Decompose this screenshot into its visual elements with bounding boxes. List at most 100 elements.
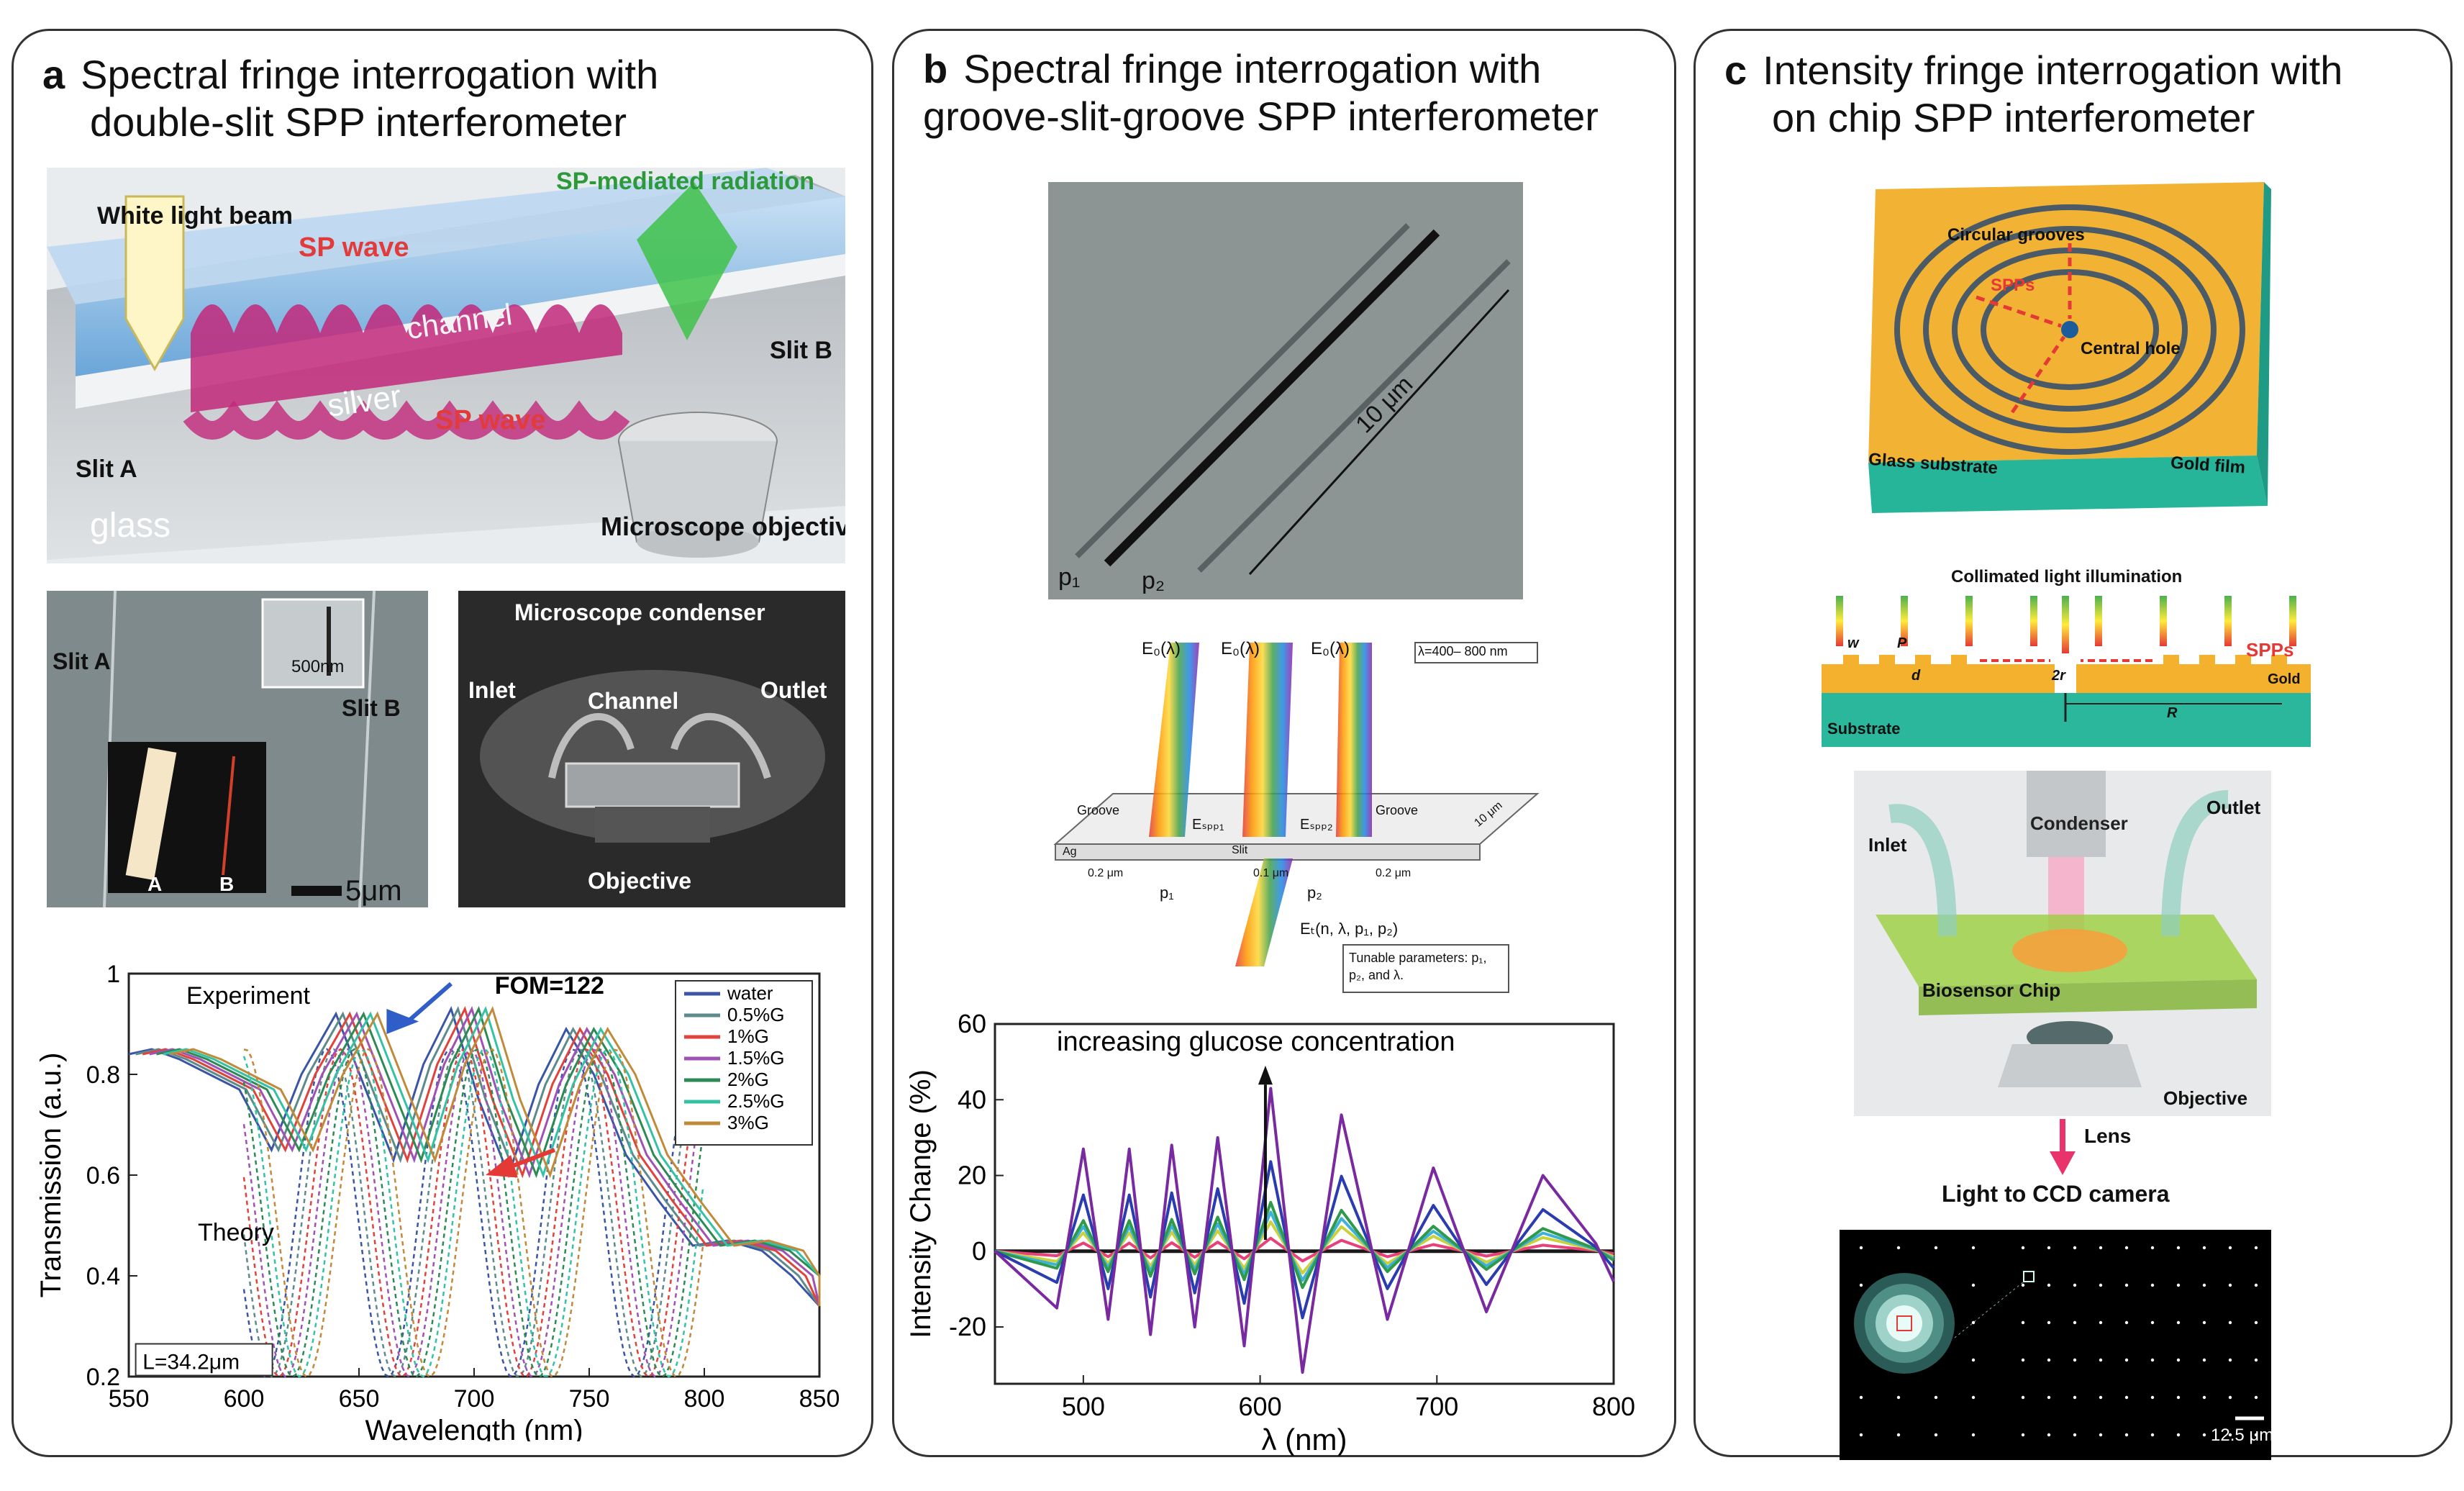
x-tick-label: 600 <box>1239 1392 1282 1421</box>
chip-spps-label: SPPs <box>1991 276 2035 295</box>
x-tick-label: 750 <box>569 1385 610 1413</box>
ccd-dot <box>2254 1395 2258 1400</box>
ccd-dot <box>2228 1358 2232 1362</box>
p1-label: p₁ <box>1160 884 1174 902</box>
microfluidic-photo: Microscope condenser Inlet Channel Outle… <box>458 591 845 907</box>
panel-letter: c <box>1724 47 1747 93</box>
ccd-dot <box>1934 1433 1938 1437</box>
sp-wave-top-label: SP wave <box>299 232 409 263</box>
theory-curve <box>242 1048 704 1378</box>
ccd-dot <box>2124 1433 2129 1437</box>
cross-spps-label: SPPs <box>2246 639 2294 661</box>
y-tick-label: 20 <box>958 1161 986 1190</box>
ccd-dot <box>1971 1358 1976 1362</box>
y-tick-label: 1 <box>106 961 120 988</box>
ccd-dot <box>2021 1283 2025 1287</box>
ccd-dot <box>2021 1358 2025 1362</box>
experiment-curve <box>170 1005 821 1306</box>
title-line2: double-slit SPP interferometer <box>90 99 627 145</box>
ccd-dot <box>2202 1320 2206 1325</box>
intensity-curve <box>994 1210 1614 1282</box>
ccd-dot <box>2176 1320 2181 1325</box>
gold-label: Gold <box>2268 671 2301 687</box>
e0-b: E₀(λ) <box>1221 639 1260 658</box>
ccd-dot <box>2047 1283 2051 1287</box>
panel-letter: b <box>923 46 948 91</box>
intensity-curve <box>994 1236 1614 1263</box>
ccd-dot <box>2202 1283 2206 1287</box>
panel-b-title: b Spectral fringe interrogation with groo… <box>923 45 1599 140</box>
ccd-dot <box>2073 1320 2077 1325</box>
y-axis-label: Intensity Change (%) <box>905 1069 937 1338</box>
title-line2: groove-slit-groove SPP interferometer <box>923 94 1599 139</box>
central-hole-label: Central hole <box>2081 339 2181 358</box>
ccd-dot <box>2047 1395 2051 1400</box>
x-tick-label: 600 <box>224 1385 265 1413</box>
y-tick-label: 0.4 <box>86 1263 120 1290</box>
ccd-dot <box>1896 1395 1901 1400</box>
tunable-label: Tunable parameters: p₁, p₂, and λ. <box>1349 951 1487 982</box>
schematic-svg <box>47 168 845 560</box>
fom-label: FOM=122 <box>495 972 604 1000</box>
y-tick-label: 60 <box>958 1009 986 1038</box>
p2-label: p₂ <box>1307 884 1322 902</box>
ccd-dot <box>1971 1246 1976 1250</box>
y-tick-label: 0 <box>972 1236 986 1266</box>
ccd-dot <box>2176 1395 2181 1400</box>
ccd-dot <box>2176 1433 2181 1437</box>
x-tick-label: 850 <box>799 1385 840 1413</box>
increase-arrowhead <box>1258 1065 1273 1085</box>
length-label: L=34.2μm <box>142 1351 240 1374</box>
ccd-dot <box>2073 1358 2077 1362</box>
grooves-label: Circular grooves <box>1947 225 2085 245</box>
gsg-schematic: E₀(λ) E₀(λ) E₀(λ) λ=400– 800 nm Groove G… <box>1048 628 1552 995</box>
y-tick-label: 40 <box>958 1084 986 1114</box>
sem-p1: p₁ <box>1058 563 1081 591</box>
x-tick-label: 500 <box>1062 1392 1105 1421</box>
e0-a: E₀(λ) <box>1142 639 1181 658</box>
ccd-dot <box>1971 1395 1976 1400</box>
sp-radiation-label: SP-mediated radiation <box>556 168 814 195</box>
ccd-dot <box>2150 1358 2155 1362</box>
2r-label: 2r <box>2052 668 2065 684</box>
gsg-sem-svg <box>1075 223 1511 576</box>
y-tick-label: 0.6 <box>86 1162 120 1189</box>
ccd-dot <box>1859 1246 1863 1250</box>
ccd-dot <box>2073 1395 2077 1400</box>
ccd-dot <box>1896 1246 1901 1250</box>
e0-c: E₀(λ) <box>1311 639 1350 658</box>
x-tick-label: 550 <box>109 1385 150 1413</box>
panel-b: b Spectral fringe interrogation with groo… <box>892 29 1676 1457</box>
lens-label: Lens <box>2084 1125 2132 1147</box>
w-label: w <box>1847 635 1859 651</box>
slit-b-label: Slit B <box>770 337 832 364</box>
plot-frame <box>994 1023 1615 1385</box>
legend-label: 0.5%G <box>727 1004 785 1025</box>
title-line1: Spectral fringe interrogation with <box>963 46 1542 91</box>
theory-curve <box>242 1048 704 1378</box>
ccd-dot <box>2176 1358 2181 1362</box>
ccd-dot <box>2254 1320 2258 1325</box>
ccd-dot <box>2047 1246 2051 1250</box>
experiment-label: Experiment <box>186 982 311 1010</box>
condenser-setup-label: Condenser <box>2030 812 2128 834</box>
legend-label: 2%G <box>727 1069 769 1090</box>
ccd-dot <box>2047 1320 2051 1325</box>
r-label: R <box>2167 705 2178 721</box>
slit-sem-image: Slit A Slit B 500nm A B 5μm <box>47 591 428 907</box>
double-slit-schematic: White light beam SP-mediated radiation S… <box>47 168 845 563</box>
ccd-dot <box>1971 1320 1976 1325</box>
x-tick-label: 700 <box>1415 1392 1458 1421</box>
theory-curve <box>242 1048 704 1378</box>
groove-right: Groove <box>1376 803 1419 817</box>
dist-1: 0.2 μm <box>1088 867 1124 879</box>
ccd-dot <box>2099 1320 2103 1325</box>
groove-left: Groove <box>1077 803 1120 817</box>
biosensor-setup: Condenser Inlet Outlet Biosensor Chip Ob… <box>1854 771 2271 1116</box>
ccd-dot <box>2254 1433 2258 1437</box>
ccd-dot <box>2202 1246 2206 1250</box>
glucose-annotation: increasing glucose concentration <box>1057 1027 1455 1057</box>
